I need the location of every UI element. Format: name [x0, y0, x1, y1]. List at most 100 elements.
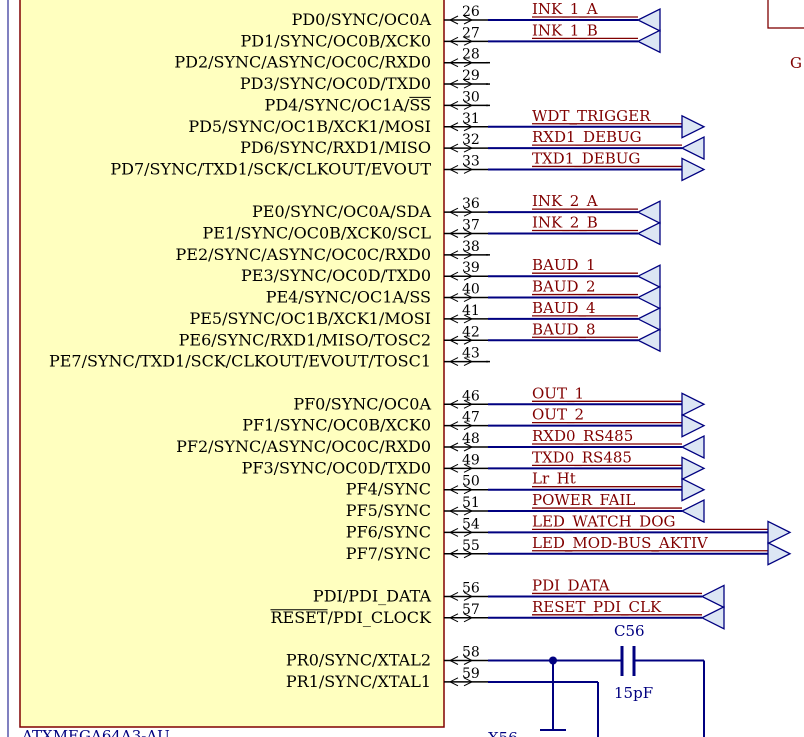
output-port-icon[interactable]: [767, 541, 792, 566]
net-ink-1-a[interactable]: INK_1_A: [488, 0, 661, 33]
output-port-icon[interactable]: [681, 114, 706, 139]
output-port-icon[interactable]: [681, 477, 706, 502]
bidirectional-arrow-icon: [448, 421, 474, 431]
net-label: RXD0_RS485: [532, 427, 633, 445]
pin-number: 36: [462, 196, 480, 212]
net-label: RXD1_DEBUG: [532, 128, 642, 146]
output-port-icon[interactable]: [681, 157, 706, 182]
input-port-icon[interactable]: [636, 29, 661, 54]
net-baud-8[interactable]: BAUD_8: [488, 320, 661, 353]
net-ink-2-a[interactable]: INK_2_A: [488, 192, 661, 225]
pin-name: PDI/PDI_DATA: [313, 586, 432, 605]
pin-name: PE2/SYNC/ASYNC/OC0C/RXD0: [176, 245, 432, 264]
component-part-label: ATXMEGA64A3-AU: [21, 727, 170, 737]
input-port-icon[interactable]: [636, 264, 661, 289]
input-port-icon[interactable]: [636, 7, 661, 33]
ic-body[interactable]: [19, 0, 445, 728]
net-ink-1-b[interactable]: INK_1_B: [488, 21, 661, 54]
pin-name: PE4/SYNC/OC1A/SS: [266, 288, 431, 307]
pin-number: 43: [462, 346, 480, 362]
output-port-icon[interactable]: [681, 413, 706, 438]
input-port-icon[interactable]: [636, 328, 661, 353]
net-out-2[interactable]: OUT_2: [488, 406, 706, 438]
input-port-icon[interactable]: [636, 285, 661, 310]
net-txd1-debug[interactable]: TXD1_DEBUG: [488, 149, 706, 182]
input-port-icon[interactable]: [636, 306, 661, 331]
net-out-1[interactable]: OUT_1: [488, 384, 706, 417]
bidirectional-arrow-icon: [448, 100, 474, 110]
bidirectional-arrow-icon: [448, 357, 474, 367]
net-label: OUT_2: [532, 406, 584, 424]
net-baud-4[interactable]: BAUD_4: [488, 299, 661, 331]
input-port-icon[interactable]: [680, 434, 705, 460]
pin-name: PD3/SYNC/OC0D/TXD0: [240, 74, 431, 93]
output-port-icon[interactable]: [681, 392, 706, 417]
pin-number: 30: [462, 89, 480, 105]
capacitor-value: 15pF: [614, 684, 653, 702]
pin-number: 33: [462, 153, 480, 169]
pin-number: 54: [462, 516, 480, 532]
net-led-mod-bus-aktiv[interactable]: LED_MOD-BUS_AKTIV: [488, 534, 792, 566]
bidirectional-arrow-icon: [448, 271, 474, 281]
net-lr-ht[interactable]: Lr_Ht: [488, 470, 706, 502]
net-pdi-data[interactable]: PDI_DATA: [488, 576, 725, 609]
net-wdt-trigger[interactable]: WDT_TRIGGER: [488, 107, 706, 139]
pin-name: PF2/SYNC/ASYNC/OC0C/RXD0: [176, 437, 431, 456]
pin-number: 41: [462, 303, 480, 319]
net-power-fail[interactable]: POWER_FAIL: [488, 491, 705, 524]
bidirectional-arrow-icon: [448, 613, 474, 623]
input-port-icon[interactable]: [636, 221, 661, 246]
net-label: TXD0_RS485: [532, 448, 632, 466]
pin-name: PF0/SYNC/OC0A: [293, 394, 431, 413]
input-port-icon[interactable]: [680, 498, 705, 524]
net-rxd1-debug[interactable]: RXD1_DEBUG: [488, 128, 705, 161]
bidirectional-arrow-icon: [448, 229, 474, 238]
input-port-icon[interactable]: [700, 605, 725, 630]
net-rxd0-rs485[interactable]: RXD0_RS485: [488, 427, 705, 460]
input-port-icon[interactable]: [700, 584, 725, 609]
bidirectional-arrow-icon: [448, 463, 474, 473]
output-port-icon[interactable]: [767, 520, 792, 545]
output-port-icon[interactable]: [681, 456, 706, 481]
pin-29[interactable]: 29 PD3/SYNC/OC0D/TXD0: [240, 68, 488, 93]
crystal-ref: X56: [488, 729, 518, 737]
offsheet-component: [767, 0, 804, 29]
net-txd0-rs485[interactable]: TXD0_RS485: [488, 448, 706, 481]
input-port-icon[interactable]: [636, 200, 661, 225]
pin-number: 29: [462, 68, 480, 84]
net-reset-pdi-clk[interactable]: RESET_PDI_CLK: [488, 598, 725, 630]
net-led-watch-dog[interactable]: LED_WATCH_DOG: [488, 512, 792, 545]
net-baud-1[interactable]: BAUD_1: [488, 256, 661, 289]
net-ink-2-b[interactable]: INK_2_B: [488, 214, 661, 246]
input-port-icon[interactable]: [680, 136, 705, 161]
net-baud-2[interactable]: BAUD_2: [488, 278, 661, 310]
bidirectional-arrow-icon: [448, 506, 474, 516]
